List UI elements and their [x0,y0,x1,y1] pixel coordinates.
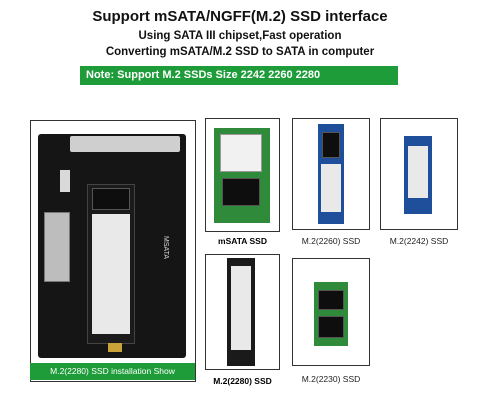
msata-ssd-label [220,134,262,172]
m2-2242-label [408,146,428,198]
msata-caption: mSATA SSD [218,236,267,246]
standoff-screw-image [108,343,122,352]
installation-caption: M.2(2280) SSD installation Show [30,363,195,380]
sata-connector-image [70,136,180,152]
msata-ssd-chip [222,178,260,206]
m2-2230-chip-2 [318,316,344,338]
msata-slot-image [44,212,70,282]
jumper-image [60,170,70,192]
installed-ssd-label [92,214,130,334]
m2-2260-label [321,164,341,212]
m2-2260-caption: M.2(2260) SSD [301,236,361,246]
subtitle-line-1: Using SATA III chipset,Fast operation [138,30,342,42]
m2-2280-caption: M.2(2280) SSD [213,376,272,386]
m2-2260-chip [322,132,340,158]
installed-ssd-chip [92,188,130,210]
m2-2230-chip [318,290,344,310]
note-banner [80,66,398,85]
note-text: Note: Support M.2 SSDs Size 2242 2260 22… [86,69,321,81]
m2-2280-label [231,266,251,350]
page-title: Support mSATA/NGFF(M.2) SSD interface [92,8,388,25]
m2-2230-caption: M.2(2230) SSD [301,374,361,384]
msata-board-label: MSATA [162,236,169,260]
m2-2242-caption: M.2(2242) SSD [389,236,449,246]
subtitle-line-2: Converting mSATA/M.2 SSD to SATA in comp… [105,46,375,58]
m2-2230-photo-frame [292,258,370,366]
